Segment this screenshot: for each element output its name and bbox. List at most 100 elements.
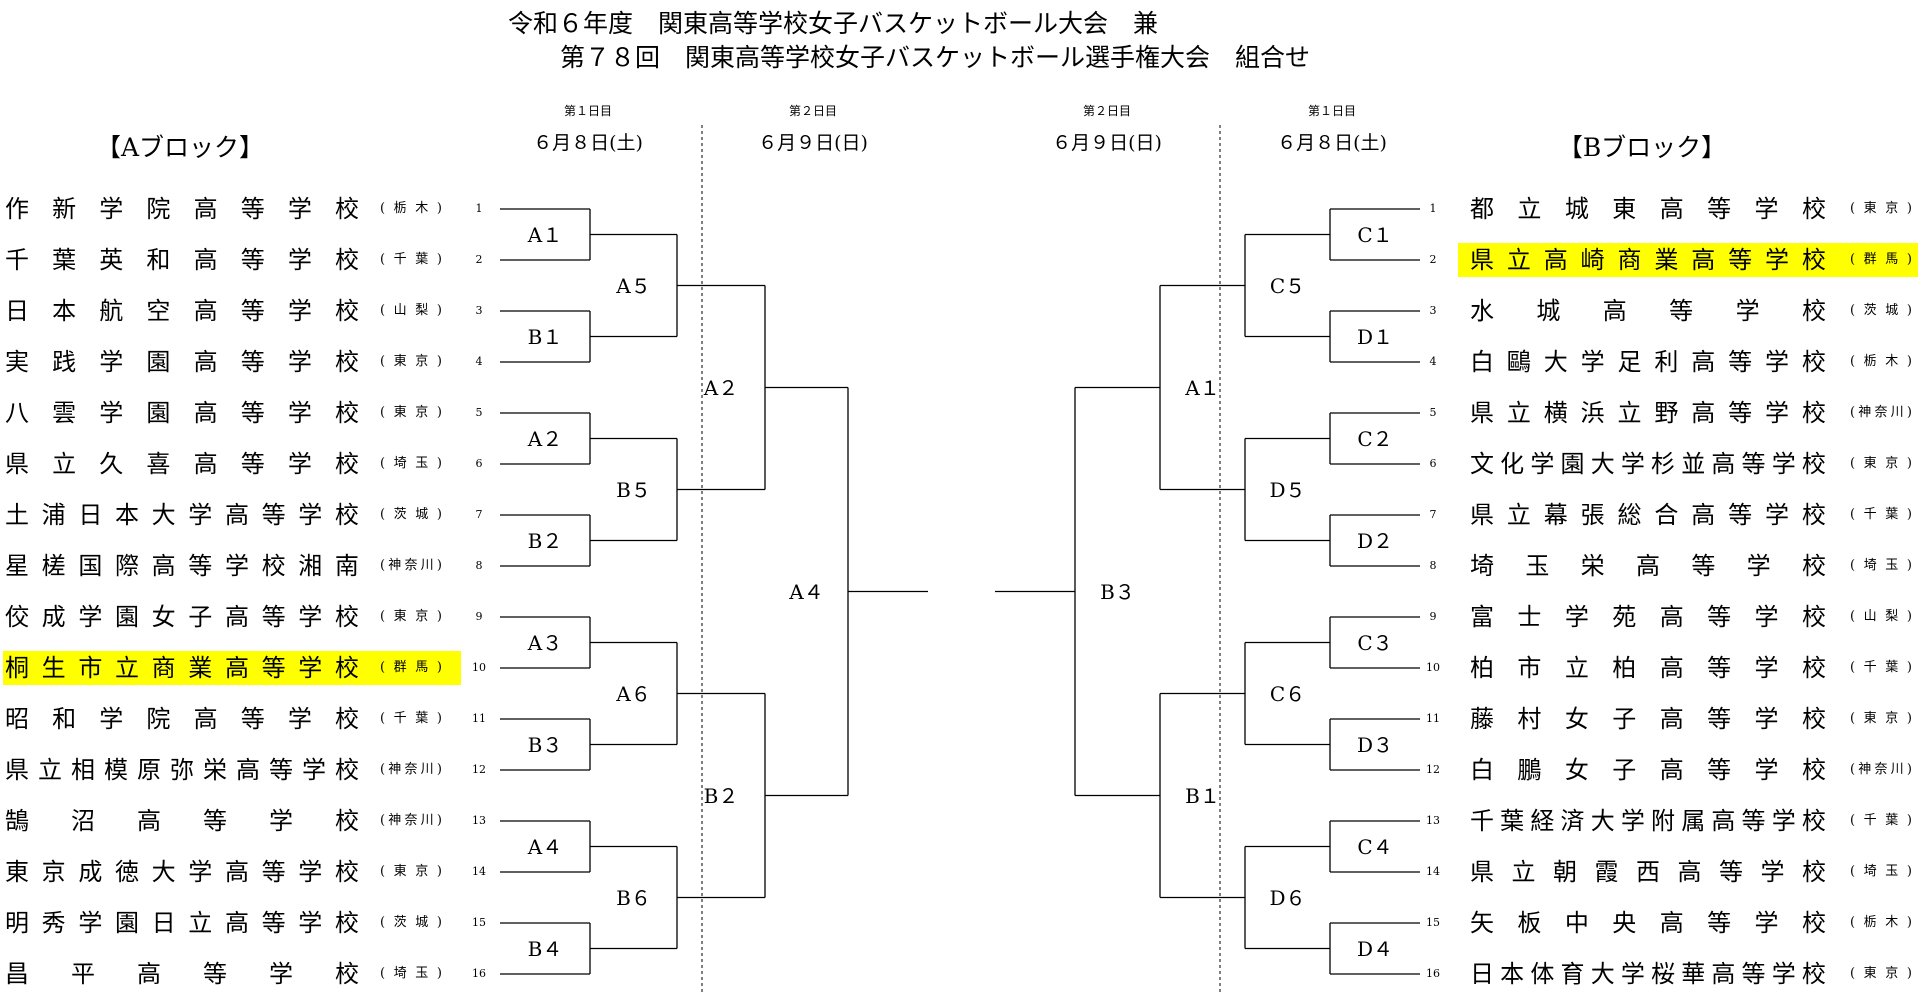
seed-number-b-8: 8 <box>1429 559 1437 572</box>
school-name-char: 学 <box>287 195 312 223</box>
right-r3-match-label: A１ <box>1185 375 1220 400</box>
school-name-char: 高 <box>1659 756 1684 784</box>
prefecture-char: 玉 <box>415 456 429 471</box>
school-name-char: 高 <box>236 756 260 784</box>
school-name-char: 高 <box>1691 399 1716 427</box>
school-name-char: 学 <box>287 705 312 733</box>
school-name-char: 校 <box>335 960 359 988</box>
prefecture-char: 千 <box>393 711 407 726</box>
seed-number-a-15: 15 <box>472 916 486 929</box>
right-r1-match-label: C２ <box>1357 426 1393 451</box>
school-name-char: 高 <box>1602 297 1627 325</box>
prefecture-b-5: (神奈川) <box>1850 404 1912 422</box>
school-name-char: 白 <box>1470 348 1494 376</box>
prefecture-char: 奈 <box>1874 762 1888 777</box>
school-name-char: 学 <box>99 348 124 376</box>
right-r2-match-label: D６ <box>1269 885 1306 910</box>
prefecture-char: 山 <box>1863 609 1877 624</box>
school-name-char: 等 <box>1707 909 1732 937</box>
prefecture-b-2: (群馬) <box>1850 251 1912 269</box>
school-name-char: 空 <box>146 297 171 325</box>
school-name-char: 華 <box>1681 960 1706 988</box>
school-name-char: 日 <box>5 297 29 325</box>
prefecture-char: ( <box>380 558 386 573</box>
left-r1-match-label: A３ <box>527 630 563 655</box>
day-label-3: 第２日目 <box>1082 104 1131 118</box>
school-name-char: 日 <box>78 501 103 529</box>
prefecture-char: 神 <box>1858 762 1872 777</box>
school-name-char: 立 <box>52 450 77 478</box>
prefecture-char: ) <box>1906 558 1912 573</box>
school-name-char: 野 <box>1654 399 1679 427</box>
school-name-char: 校 <box>334 909 359 937</box>
school-name-char: 校 <box>1801 807 1826 835</box>
school-name-char: 大 <box>151 858 176 886</box>
school-name-char: 高 <box>1635 552 1660 580</box>
left-r2-match-label: B６ <box>616 885 651 910</box>
school-name-char: 校 <box>1801 909 1826 937</box>
prefecture-char: ) <box>436 609 442 624</box>
school-name-char: 本 <box>1500 960 1525 988</box>
school-name-char: 高 <box>137 807 161 835</box>
school-name-char: 学 <box>99 399 124 427</box>
school-name-char: 柏 <box>1612 654 1637 682</box>
school-name-char: 子 <box>1612 756 1637 784</box>
seed-number-b-12: 12 <box>1426 763 1440 776</box>
school-name-char: 校 <box>334 297 359 325</box>
prefecture-char: 京 <box>415 405 429 420</box>
school-name-char: 等 <box>269 756 293 784</box>
school-name-char: 学 <box>1580 348 1605 376</box>
school-name-char: 桜 <box>1651 960 1676 988</box>
prefecture-char: ( <box>1850 660 1856 675</box>
prefecture-char: 群 <box>393 660 407 675</box>
school-name-char: 高 <box>1659 705 1684 733</box>
prefecture-char: 馬 <box>1885 252 1899 267</box>
school-name-char: 高 <box>193 450 218 478</box>
school-name-char: 学 <box>78 909 103 937</box>
prefecture-char: ) <box>436 762 442 777</box>
prefecture-char: 葉 <box>415 711 429 726</box>
left-r1-match-label: A１ <box>527 222 563 247</box>
school-name-char: 校 <box>334 195 359 223</box>
school-name-char: 喜 <box>146 450 171 478</box>
school-name-char: 立 <box>1511 858 1536 886</box>
school-name-char: 校 <box>1801 297 1826 325</box>
school-name-char: 明 <box>5 909 29 937</box>
school-name-char: 学 <box>298 909 323 937</box>
school-name-char: 等 <box>1741 960 1766 988</box>
school-name-b-6: 文化学園大学杉並高等学校 <box>1470 449 1826 479</box>
school-name-char: 高 <box>193 297 218 325</box>
prefecture-a-11: (千葉) <box>380 710 442 728</box>
school-name-char: 高 <box>224 909 249 937</box>
school-name-char: 作 <box>5 195 29 223</box>
prefecture-char: ) <box>436 915 442 930</box>
school-name-char: 院 <box>146 195 171 223</box>
right-r1-match-label: C４ <box>1357 834 1393 859</box>
prefecture-char: ) <box>1906 252 1912 267</box>
school-name-char: 校 <box>1801 960 1826 988</box>
school-name-char: 徳 <box>114 858 139 886</box>
school-name-b-8: 埼玉栄高等学校 <box>1470 551 1826 581</box>
school-name-char: 藤 <box>1470 705 1494 733</box>
prefecture-a-5: (東京) <box>380 404 442 422</box>
prefecture-char: ( <box>380 303 386 318</box>
prefecture-char: ( <box>1850 201 1856 216</box>
prefecture-char: ( <box>1850 915 1856 930</box>
school-name-char: 等 <box>240 399 265 427</box>
prefecture-char: 栃 <box>393 201 407 216</box>
school-name-char: 等 <box>1691 552 1716 580</box>
school-name-char: 立 <box>1517 195 1542 223</box>
prefecture-a-1: (栃木) <box>380 200 442 218</box>
school-name-char: 鵠 <box>5 807 29 835</box>
school-name-a-11: 昭和学院高等学校 <box>5 704 359 734</box>
school-name-char: 鷗 <box>1506 348 1531 376</box>
school-name-char: 城 <box>1564 195 1589 223</box>
day-label-1: 第１日目 <box>563 104 612 118</box>
left-r3-match-label: A２ <box>703 375 739 400</box>
prefecture-b-10: (千葉) <box>1850 659 1912 677</box>
school-name-char: 村 <box>1517 705 1542 733</box>
school-name-char: 等 <box>261 654 286 682</box>
school-name-char: 等 <box>1741 450 1766 478</box>
school-name-b-12: 白鵬女子高等学校 <box>1470 755 1826 785</box>
prefecture-char: ( <box>380 252 386 267</box>
